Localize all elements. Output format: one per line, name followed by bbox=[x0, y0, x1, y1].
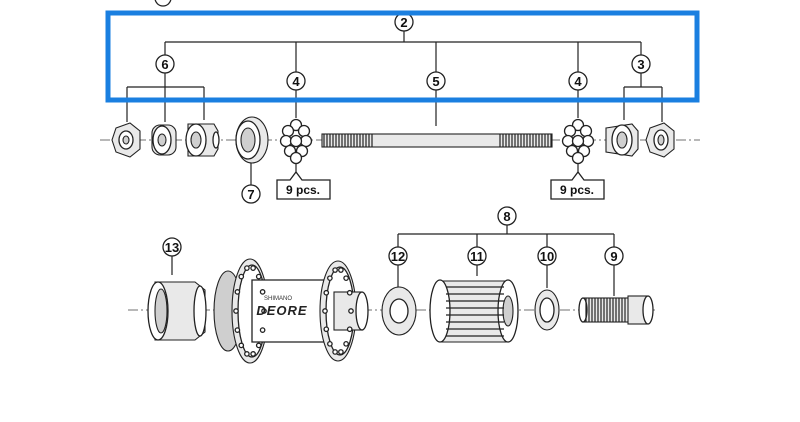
bearing-ball bbox=[289, 134, 303, 148]
bearing-ball bbox=[281, 124, 295, 138]
svg-text:3: 3 bbox=[637, 57, 644, 72]
svg-text:5: 5 bbox=[432, 74, 439, 89]
svg-text:4: 4 bbox=[292, 74, 300, 89]
bearing-ball bbox=[563, 124, 577, 138]
callout-5: 5 bbox=[426, 71, 446, 91]
bearing-ball bbox=[297, 124, 311, 138]
cone-left bbox=[185, 123, 220, 157]
svg-text:9 pcs.: 9 pcs. bbox=[286, 183, 320, 197]
svg-text:6: 6 bbox=[161, 57, 168, 72]
callout-4-left: 4 bbox=[286, 71, 306, 91]
highlight-box bbox=[105, 10, 700, 103]
bearing-ball bbox=[289, 118, 303, 132]
svg-text:10: 10 bbox=[540, 249, 554, 264]
callout-4-right: 4 bbox=[568, 71, 588, 91]
hub-axle bbox=[321, 133, 553, 148]
quantity-label-left: 9 pcs. bbox=[276, 170, 331, 200]
bearing-ball bbox=[289, 151, 303, 165]
freehub-spacer bbox=[381, 286, 417, 336]
callout-2: 2 bbox=[394, 12, 414, 32]
svg-text:4: 4 bbox=[574, 74, 582, 89]
bearing-ball bbox=[561, 134, 575, 148]
freehub-seal bbox=[534, 289, 560, 331]
bearing-ball bbox=[571, 151, 585, 165]
lock-nut-right bbox=[645, 122, 675, 158]
hub-model-label: DEORE bbox=[256, 303, 307, 318]
svg-text:2: 2 bbox=[400, 15, 407, 30]
ball-bearings-left bbox=[279, 118, 313, 165]
bearing-ball bbox=[571, 118, 585, 132]
callout-12: 12 bbox=[388, 246, 408, 266]
hub-dust-cap bbox=[147, 281, 207, 341]
callout-top-partial bbox=[154, 0, 172, 7]
spacer-left bbox=[151, 124, 177, 156]
svg-text:9 pcs.: 9 pcs. bbox=[560, 183, 594, 197]
lock-nut-left bbox=[111, 122, 141, 158]
callout-3: 3 bbox=[631, 54, 651, 74]
callout-9: 9 bbox=[604, 246, 624, 266]
cone-right bbox=[605, 123, 639, 157]
svg-text:11: 11 bbox=[470, 249, 484, 264]
hub-body: SHIMANO DEORE bbox=[213, 258, 369, 364]
svg-text:9: 9 bbox=[610, 249, 617, 264]
bearing-ball bbox=[579, 124, 593, 138]
svg-text:7: 7 bbox=[247, 187, 254, 202]
callout-7: 7 bbox=[241, 184, 261, 204]
ball-bearings-right bbox=[561, 118, 595, 165]
quantity-label-right: 9 pcs. bbox=[550, 170, 605, 200]
bearing-ball bbox=[581, 134, 595, 148]
callout-11: 11 bbox=[467, 246, 487, 266]
callout-6: 6 bbox=[155, 54, 175, 74]
bearing-ball bbox=[571, 134, 585, 148]
freehub-body bbox=[429, 279, 519, 343]
svg-text:12: 12 bbox=[391, 249, 405, 264]
freehub-fixing-bolt bbox=[578, 295, 654, 325]
callout-10: 10 bbox=[537, 246, 557, 266]
callout-13: 13 bbox=[162, 237, 182, 257]
dust-seal bbox=[235, 116, 269, 164]
callout-8: 8 bbox=[497, 206, 517, 226]
svg-text:13: 13 bbox=[165, 240, 179, 255]
leader-lines-freehub bbox=[171, 225, 615, 296]
hub-maker-logo: SHIMANO bbox=[264, 296, 292, 302]
leader-lines-axle bbox=[126, 31, 663, 185]
svg-text:8: 8 bbox=[503, 209, 510, 224]
